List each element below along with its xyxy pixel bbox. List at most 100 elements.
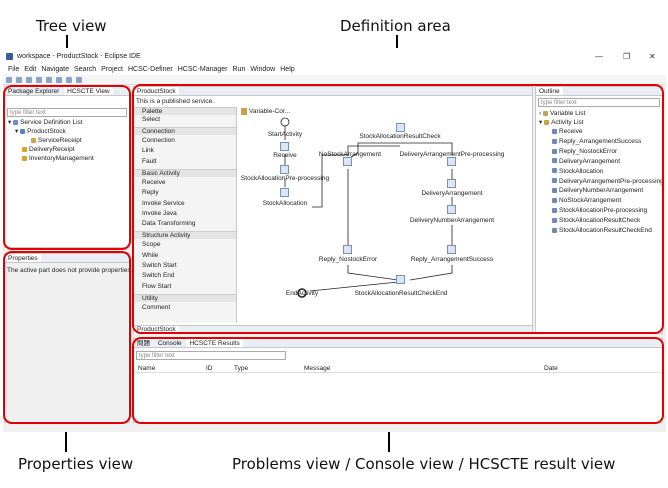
outline-item[interactable]: DeliveryArrangement xyxy=(552,158,620,166)
reply-activity-icon[interactable] xyxy=(343,245,352,254)
palette-item-select[interactable]: Select xyxy=(142,116,161,123)
tab-problems[interactable]: 問題 xyxy=(137,340,150,347)
outline-item[interactable]: StockAllocation xyxy=(552,168,603,176)
palette-item-invoke-java[interactable]: Invoke Java xyxy=(142,209,177,217)
activity-icon xyxy=(552,148,557,154)
tab-productstock-editor[interactable]: ProductStock xyxy=(134,87,179,95)
print-icon[interactable] xyxy=(26,77,32,83)
menu-search[interactable]: Search xyxy=(73,66,97,73)
tab-console[interactable]: Console xyxy=(157,340,182,347)
outline-item[interactable]: StockAllocationResultCheck xyxy=(552,217,640,225)
save-icon[interactable] xyxy=(16,77,22,83)
back-icon[interactable] xyxy=(66,77,72,83)
outline-item[interactable]: DeliveryArrangementPre-processing xyxy=(552,178,664,186)
invoke-activity-icon[interactable] xyxy=(447,179,456,188)
outline-item[interactable]: Reply_ArrangementSuccess xyxy=(552,138,641,146)
outline-item[interactable]: NoStockArrangement xyxy=(552,197,621,205)
tab-hcscte-view[interactable]: HCSCTE View xyxy=(64,87,113,95)
menu-file[interactable]: File xyxy=(8,66,20,73)
results-filter-input[interactable]: type filter text xyxy=(136,351,286,360)
palette-item-invoke-service[interactable]: Invoke Service xyxy=(142,199,185,207)
tree-item-service-definition-list[interactable]: ▾ Service Definition List xyxy=(8,119,83,126)
service-icon xyxy=(20,128,26,134)
palette-item-reply[interactable]: Reply xyxy=(142,189,159,197)
palette-group-structure-activity[interactable]: Structure Activity xyxy=(134,231,236,240)
palette-item-flow-start[interactable]: Flow Start xyxy=(142,282,172,290)
receive-activity-icon[interactable] xyxy=(280,142,289,151)
invoke-activity-icon[interactable] xyxy=(447,205,456,214)
outline-item[interactable]: StockAllocationPre-processing xyxy=(552,207,647,215)
palette-item-fault[interactable]: Fault xyxy=(142,157,157,165)
menu-project[interactable]: Project xyxy=(101,66,123,73)
collapse-icon[interactable]: ▾ xyxy=(8,119,14,126)
tree-filter-input[interactable]: type filter text xyxy=(7,108,127,117)
menu-hcsc-definer[interactable]: HCSC-Definer xyxy=(127,66,173,73)
editor-panel: ProductStock This is a published service… xyxy=(133,86,533,334)
tree-item-servicereceipt[interactable]: ServiceReceipt xyxy=(31,137,82,145)
reply-activity-icon[interactable] xyxy=(447,245,456,254)
column-id[interactable]: ID xyxy=(206,365,213,372)
minimize-icon[interactable]: — xyxy=(595,52,603,61)
palette-group-utility[interactable]: Utility xyxy=(134,293,236,302)
eclipse-logo-icon xyxy=(6,53,13,60)
invoke-activity-icon[interactable] xyxy=(343,157,352,166)
tree-item-deliveryreceipt[interactable]: DeliveryReceipt xyxy=(22,146,75,154)
tab-package-explorer[interactable]: Package Explorer xyxy=(8,88,60,95)
menu-window[interactable]: Window xyxy=(250,66,276,73)
palette-item-connection[interactable]: Connection xyxy=(142,137,175,144)
maximize-icon[interactable]: ❐ xyxy=(623,52,631,61)
palette-item-link[interactable]: Link xyxy=(142,147,154,155)
menu-help[interactable]: Help xyxy=(280,66,295,73)
outline-item[interactable]: DeliveryNumberArrangement xyxy=(552,187,643,195)
palette-title[interactable]: Palette xyxy=(134,107,236,115)
palette-item-comment[interactable]: Comment xyxy=(142,303,171,311)
collapse-icon[interactable]: ▾ xyxy=(15,128,21,135)
menu-edit[interactable]: Edit xyxy=(24,66,37,73)
canvas[interactable]: Variable-Cor... xyxy=(238,107,532,324)
palette-group-basic-activity[interactable]: Basic Activity xyxy=(134,168,236,177)
run-icon[interactable] xyxy=(46,77,52,83)
variable-label: Variable-Cor... xyxy=(249,108,291,115)
menu-hcsc-manager[interactable]: HCSC-Manager xyxy=(177,66,228,73)
column-type[interactable]: Type xyxy=(234,365,249,372)
collapse-icon[interactable]: ▾ xyxy=(539,119,545,126)
column-message[interactable]: Message xyxy=(304,365,331,372)
palette-item-while[interactable]: While xyxy=(142,251,159,259)
edge-check-nostock xyxy=(347,142,400,160)
palette-item-scope[interactable]: Scope xyxy=(142,241,161,249)
invoke-activity-icon[interactable] xyxy=(280,188,289,197)
close-icon[interactable]: ✕ xyxy=(649,52,656,61)
tree-item-inventorymanagement[interactable]: InventoryManagement xyxy=(22,155,94,163)
palette-item-switch-end[interactable]: Switch End xyxy=(142,272,175,280)
column-name[interactable]: Name xyxy=(138,365,156,372)
column-date[interactable]: Date xyxy=(544,365,558,372)
outline-item[interactable]: Reply_NostockError xyxy=(552,148,617,156)
new-icon[interactable] xyxy=(6,77,12,83)
outline-item[interactable]: StockAllocationResultCheckEnd xyxy=(552,227,652,235)
invoke-activity-icon[interactable] xyxy=(280,165,289,174)
forward-icon[interactable] xyxy=(76,77,82,83)
outline-item[interactable]: Receive xyxy=(552,128,582,136)
switch-end-icon[interactable] xyxy=(396,275,405,284)
tab-properties[interactable]: Properties xyxy=(5,254,41,262)
palette-item-receive[interactable]: Receive xyxy=(142,178,166,186)
outline-group-activity-list[interactable]: ▾ Activity List xyxy=(539,119,584,126)
tree-view-callout: Tree view xyxy=(36,17,107,35)
debug-icon[interactable] xyxy=(36,77,42,83)
outline-filter-input[interactable]: type filter text xyxy=(538,98,660,107)
outline-group-variable-list[interactable]: › Variable List xyxy=(539,110,586,117)
toolbar xyxy=(3,75,666,85)
palette-group-connection[interactable]: Connection xyxy=(134,127,236,135)
tab-hcscte-results[interactable]: HCSCTE Results xyxy=(186,339,243,347)
invoke-activity-icon[interactable] xyxy=(447,157,456,166)
tab-outline[interactable]: Outline xyxy=(536,87,563,95)
tree-item-productstock[interactable]: ▾ ProductStock xyxy=(15,128,66,135)
switch-start-icon[interactable] xyxy=(396,123,405,132)
palette-item-data-transforming[interactable]: Data Transforming xyxy=(142,220,196,228)
expand-icon[interactable]: › xyxy=(539,110,543,117)
menu-run[interactable]: Run xyxy=(232,66,246,73)
search-icon[interactable] xyxy=(56,77,62,83)
palette-item-switch-start[interactable]: Switch Start xyxy=(142,262,177,269)
tab-productstock-design[interactable]: ProductStock xyxy=(134,326,179,334)
menu-navigate[interactable]: Navigate xyxy=(41,66,69,73)
